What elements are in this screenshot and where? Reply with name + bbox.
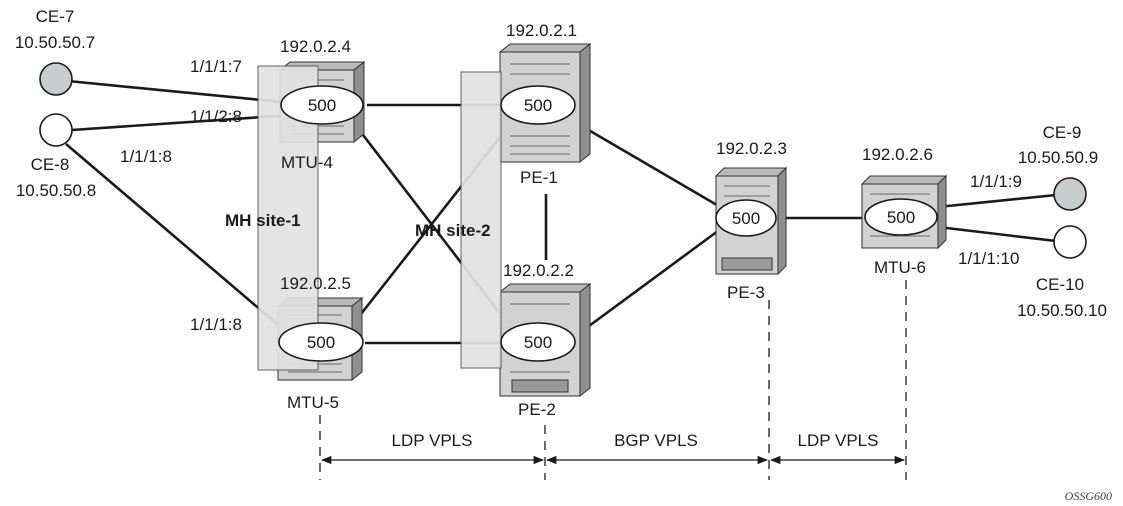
link-ce7-mtu4 [67,79,293,105]
service-ovals: 500 500 500 500 500 500 [278,85,938,362]
mtu6-service-oval [864,198,938,236]
port-mtu6-ce10: 1/1/1:10 [958,249,1019,268]
pe3-service-oval [715,199,777,237]
mtu4-name: MTU-4 [281,153,333,172]
pe1-service-oval [500,85,576,125]
ce8-name: CE-8 [31,155,70,174]
mtu5-ip: 192.0.2.5 [280,274,351,293]
pe1-ip: 192.0.2.1 [506,21,577,40]
pe1-name: PE-1 [520,168,558,187]
mtu5-service-id: 500 [307,333,335,352]
seg3-label: LDP VPLS [798,431,879,450]
ce9-node [1053,177,1087,211]
pe1-service-id: 500 [524,96,552,115]
ce7-ip: 10.50.50.7 [15,33,95,52]
mtu6-service-id: 500 [887,208,915,227]
segment-separators [319,280,907,480]
link-ce8-mtu4 [71,113,293,132]
ce10-ip: 10.50.50.10 [1017,301,1107,320]
pe3-service-id: 500 [732,209,760,228]
link-pe1-pe3 [567,116,723,210]
pe2-service-oval [500,322,576,362]
port-ce7-mtu4: 1/1/1:7 [190,57,242,76]
link-mtu6-ce10 [937,225,1057,243]
mtu4-service-id: 500 [308,96,336,115]
mtu5-name: MTU-5 [287,393,339,412]
mtu6-device [860,174,948,250]
diagram-id: OSSG600 [1065,489,1112,503]
ce7-name: CE-7 [36,7,75,26]
seg2-label: BGP VPLS [614,431,698,450]
seg1-label: LDP VPLS [392,431,473,450]
mh-site-1-label: MH site-1 [225,211,301,230]
link-ce8-mtu5 [65,143,291,336]
port-mtu5-ce8: 1/1/1:8 [190,315,242,334]
ce10-name: CE-10 [1036,275,1084,294]
ce8-node [39,113,73,147]
mtu4-ip: 192.0.2.4 [280,37,351,56]
port-mtu6-ce9: 1/1/1:9 [970,172,1022,191]
ce9-ip: 10.50.50.9 [1018,148,1098,167]
port-ce8-mtu4: 1/1/2:8 [190,107,242,126]
link-mtu6-ce9 [937,193,1057,209]
pe3-name: PE-3 [727,283,765,302]
mh-site-2-box [460,71,502,369]
mtu5-service-oval [278,322,364,362]
pe2-ip: 192.0.2.2 [503,261,574,280]
pe2-name: PE-2 [518,400,556,419]
mtu6-ip: 192.0.2.6 [862,145,933,164]
mh-site-2-label: MH site-2 [415,221,491,240]
port-ce8-mtu5: 1/1/1:8 [120,147,172,166]
mtu6-name: MTU-6 [874,258,926,277]
pe2-service-id: 500 [524,333,552,352]
ce7-node [39,62,73,96]
ce9-name: CE-9 [1043,123,1082,142]
pe3-ip: 192.0.2.3 [716,139,787,158]
ce10-node [1053,225,1087,259]
link-pe2-pe3 [569,226,723,342]
ce8-ip: 10.50.50.8 [16,181,96,200]
mtu4-service-oval [280,85,364,125]
